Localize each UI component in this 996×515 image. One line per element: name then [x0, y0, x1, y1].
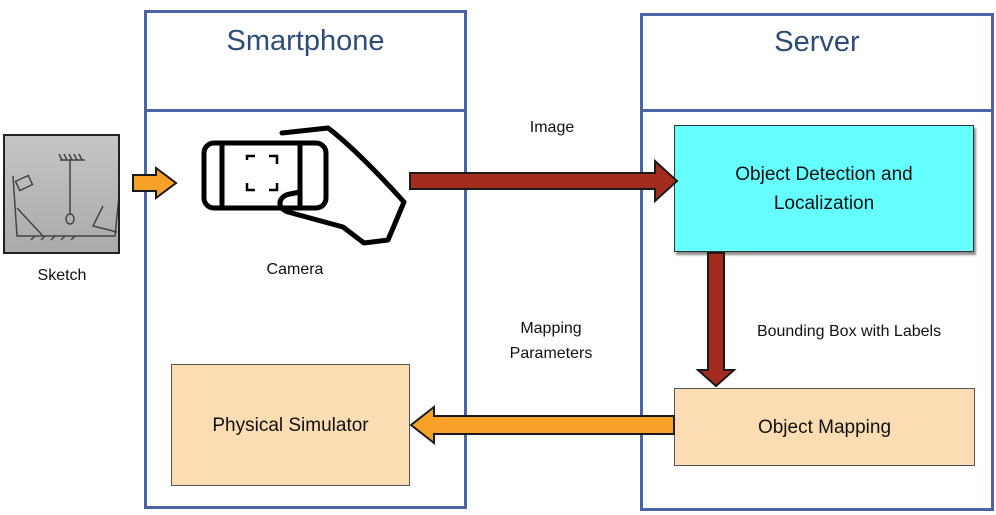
bounding-box-edge-label: Bounding Box with Labels [756, 323, 942, 340]
mapping-parameters-edge-label: Mapping Parameters [509, 320, 593, 362]
sketch-label: Sketch [37, 267, 87, 284]
server-panel: Server [640, 13, 994, 511]
server-divider [643, 109, 991, 112]
image-edge-label: Image [529, 119, 575, 136]
smartphone-divider [147, 109, 464, 112]
sketch-thumbnail [3, 134, 120, 254]
camera-label: Camera [266, 261, 324, 278]
object-detection-box: Object Detection and Localization [674, 125, 974, 252]
smartphone-panel: Smartphone [144, 10, 467, 509]
sketch-drawing [12, 153, 118, 241]
smartphone-title: Smartphone [226, 25, 385, 57]
object-mapping-box: Object Mapping [674, 388, 975, 466]
server-title: Server [774, 26, 860, 58]
physical-simulator-box: Physical Simulator [171, 364, 410, 486]
